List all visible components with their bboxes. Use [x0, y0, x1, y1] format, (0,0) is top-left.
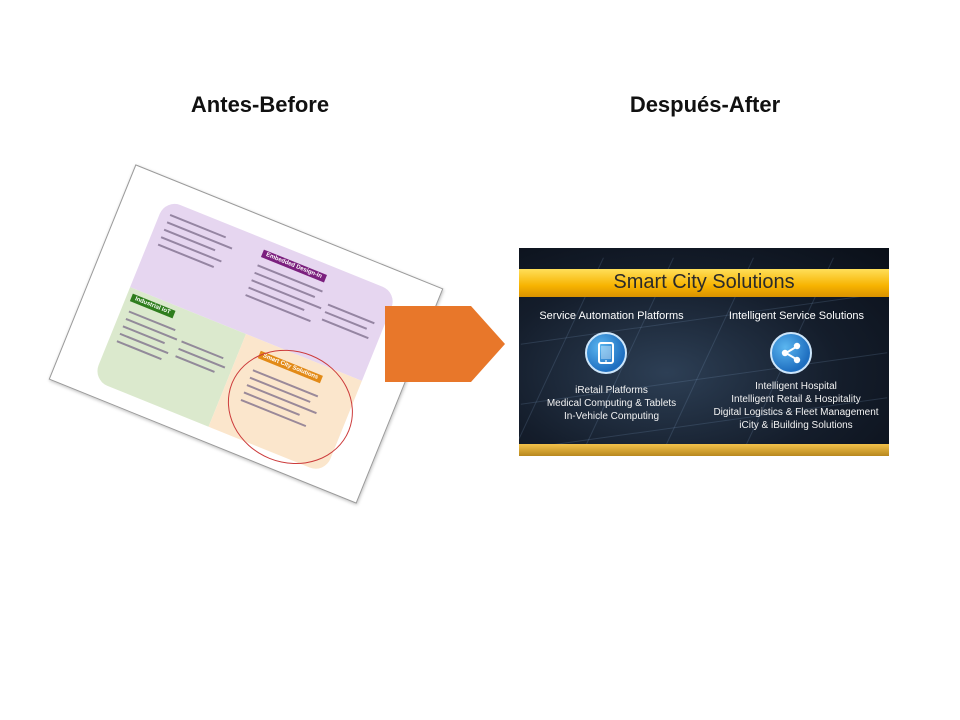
after-heading: Después-After	[629, 92, 781, 117]
service-automation-list: iRetail Platforms Medical Computing & Ta…	[519, 384, 704, 423]
tablet-icon	[585, 332, 627, 374]
share-icon	[770, 332, 812, 374]
list-item: iCity & iBuilding Solutions	[739, 420, 853, 431]
service-automation-heading: Service Automation Platforms	[539, 310, 684, 322]
before-heading: Antes-Before	[190, 92, 330, 117]
list-item: Digital Logistics & Fleet Management	[713, 407, 879, 418]
list-item: Medical Computing & Tablets	[546, 398, 677, 409]
bottom-gold-band	[519, 444, 889, 456]
right-arrow-icon	[385, 306, 505, 382]
list-item: Intelligent Retail & Hospitality	[731, 394, 861, 405]
intelligent-service-list: Intelligent Hospital Intelligent Retail …	[691, 380, 889, 432]
list-item: iRetail Platforms	[575, 385, 648, 396]
list-item: Intelligent Hospital	[755, 381, 837, 392]
intelligent-service-heading: Intelligent Service Solutions	[728, 310, 865, 322]
after-smart-city-panel: Smart City Solutions Service Automation …	[519, 248, 889, 456]
list-item: In-Vehicle Computing	[563, 411, 660, 422]
title-band	[519, 269, 889, 297]
panel-title: Smart City Solutions	[613, 271, 795, 293]
